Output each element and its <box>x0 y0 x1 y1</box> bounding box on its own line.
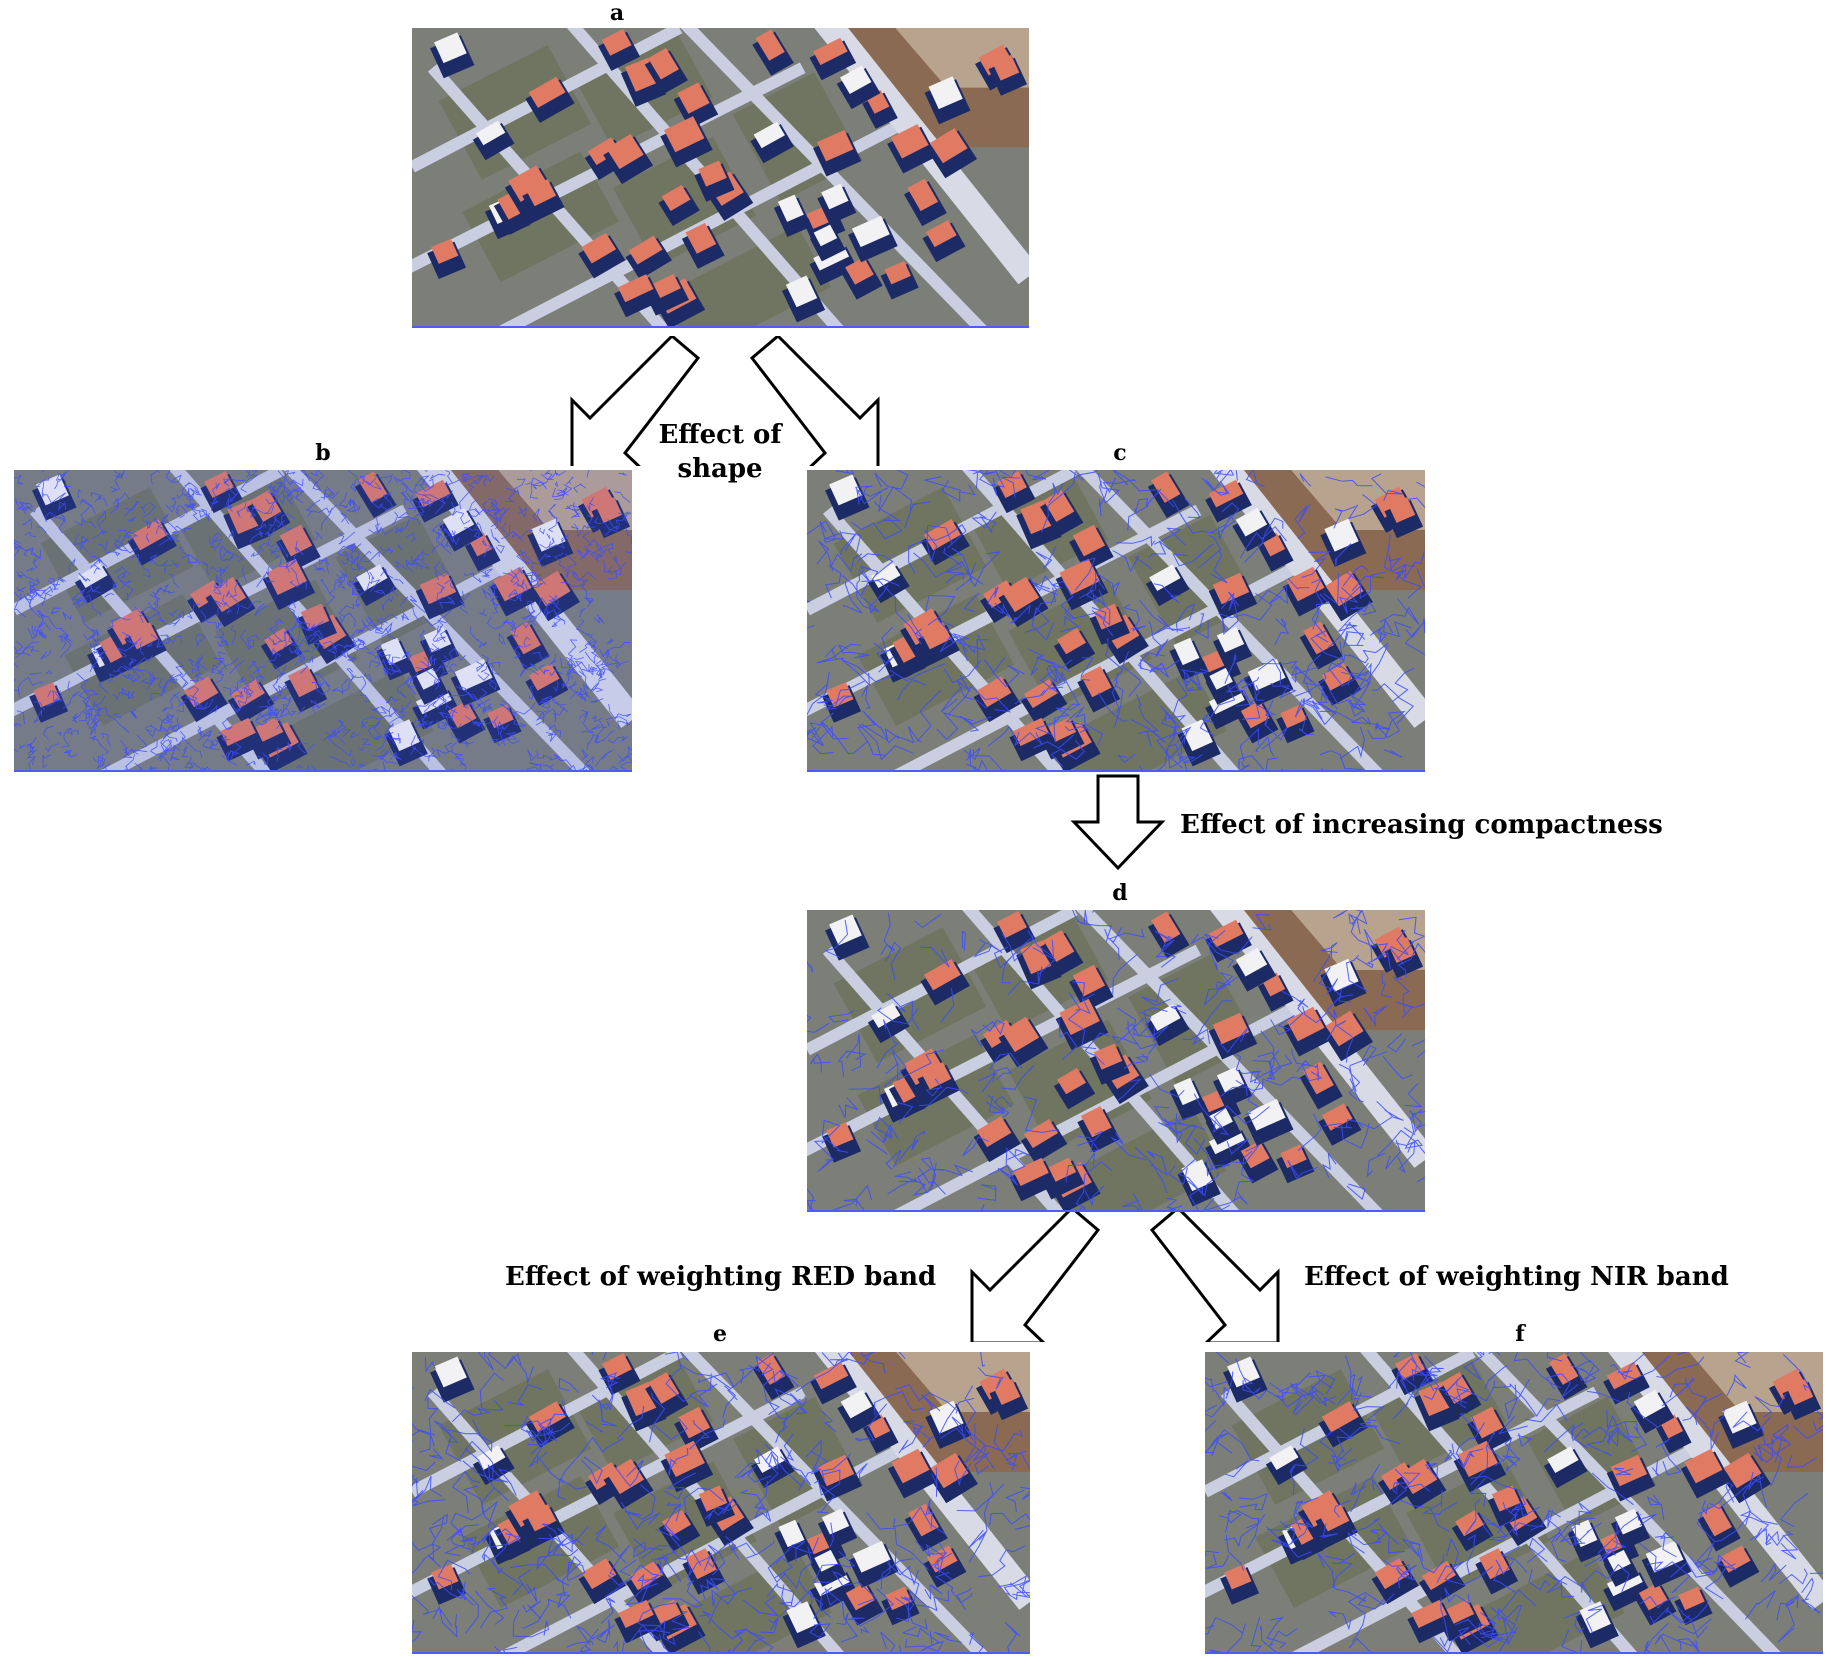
panel-label-d: d <box>1112 880 1128 906</box>
caption-effect-of-shape: Effect of shape <box>640 418 800 486</box>
arrow-a-to-c <box>749 336 880 466</box>
panel-label-c: c <box>1113 440 1127 466</box>
panel-label-a: a <box>609 0 625 26</box>
panel-label-f: f <box>1515 1321 1525 1347</box>
panel-f-image <box>1205 1352 1823 1654</box>
caption-red-band: Effect of weighting RED band <box>505 1262 937 1292</box>
arrow-c-to-d <box>1070 774 1166 871</box>
caption-shape-line1: Effect of <box>658 420 782 450</box>
aerial-image-c <box>807 470 1425 770</box>
arrow-a-to-b <box>570 336 701 466</box>
panel-label-e: e <box>713 1321 727 1347</box>
arrow-d-to-f <box>1149 1212 1280 1342</box>
panel-b-image <box>14 470 632 772</box>
panel-c-image <box>807 470 1425 772</box>
aerial-image-d <box>807 910 1425 1210</box>
panel-e-image <box>412 1352 1030 1654</box>
aerial-image-b <box>14 470 632 770</box>
aerial-image-e <box>412 1352 1030 1652</box>
arrow-d-to-e <box>970 1212 1101 1342</box>
aerial-image-f <box>1205 1352 1823 1652</box>
caption-shape-line2: shape <box>677 454 763 484</box>
caption-nir-band: Effect of weighting NIR band <box>1304 1262 1729 1292</box>
panel-d-image <box>807 910 1425 1212</box>
aerial-image-a <box>412 28 1029 326</box>
panel-label-b: b <box>315 440 331 466</box>
caption-compactness: Effect of increasing compactness <box>1180 810 1663 840</box>
panel-a-image <box>412 28 1029 328</box>
